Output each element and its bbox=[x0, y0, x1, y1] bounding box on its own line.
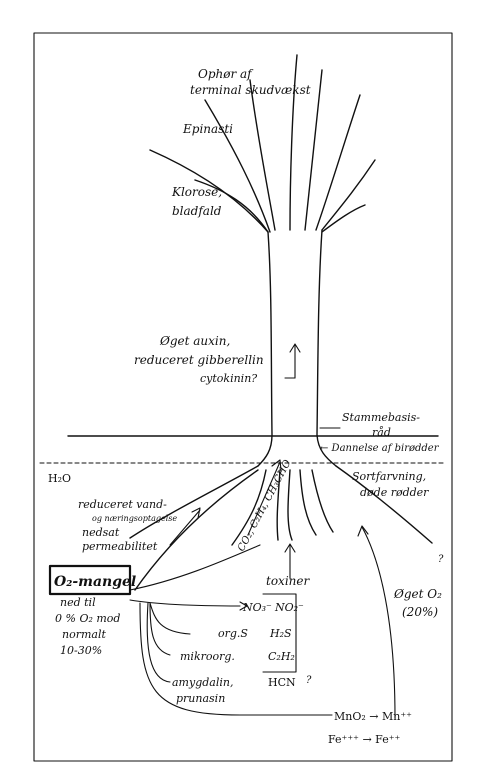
toxin-bracket bbox=[262, 593, 297, 673]
label-epinasti: Epinasti bbox=[182, 122, 233, 136]
label-ned-til: normalt bbox=[62, 628, 106, 641]
gas-arrow-head bbox=[271, 459, 282, 471]
uptake-arrow bbox=[169, 509, 201, 546]
label-nedsat: nedsat bbox=[82, 526, 120, 539]
auxin-arrow-head bbox=[289, 343, 301, 353]
label-stammebasis: råd bbox=[372, 426, 391, 439]
label-amygdalin: prunasin bbox=[176, 692, 225, 705]
label-reduceret: reduceret vand- bbox=[78, 498, 167, 511]
label-stammebasis: Stammebasis- bbox=[342, 411, 420, 424]
label-toxiner: toxiner bbox=[266, 574, 310, 588]
frame bbox=[33, 32, 453, 762]
label-ned-til: 0 % O₂ mod bbox=[55, 612, 120, 625]
o2-mangel-box bbox=[48, 564, 132, 596]
tree-crown bbox=[149, 54, 376, 233]
label-orgs: org.S bbox=[218, 627, 248, 640]
label-oget-o2: Øget O₂ bbox=[393, 587, 442, 601]
label-ophor: terminal skudvækst bbox=[190, 83, 311, 97]
label-klorose: Klorose, bbox=[171, 185, 222, 199]
label-o2-mangel: O₂-mangel bbox=[54, 574, 136, 590]
label-auxin: cytokinin? bbox=[200, 372, 257, 385]
redox-arrow-head bbox=[357, 525, 369, 537]
label-ned-til: 10-30% bbox=[60, 644, 102, 657]
label-no3: NO₃⁻ bbox=[242, 601, 272, 614]
label-fe: Fe⁺⁺⁺ → Fe⁺⁺ bbox=[328, 733, 401, 746]
label-amygdalin: amygdalin, bbox=[172, 676, 233, 689]
label-gases: CO₂, C₂H₄, CH₃CHO bbox=[236, 458, 294, 553]
label-reduceret: og næringsoptagelse bbox=[92, 514, 177, 523]
toxin-arrow-head bbox=[284, 543, 296, 553]
tree-trunk bbox=[257, 231, 273, 467]
label-mikroorg: mikroorg. bbox=[180, 650, 235, 663]
label-auxin: Øget auxin, bbox=[159, 334, 230, 348]
label-ned-til: ned til bbox=[60, 596, 96, 609]
label-no2: NO₂⁻ bbox=[274, 601, 304, 614]
label-hcn-question: ? bbox=[306, 675, 312, 686]
label-h2s: H₂S bbox=[269, 627, 292, 640]
label-klorose: bladfald bbox=[172, 204, 222, 218]
label-oget-o2: (20%) bbox=[402, 605, 438, 619]
redox-arrow bbox=[361, 526, 396, 719]
gas-arrow bbox=[247, 461, 281, 536]
tree-roots bbox=[129, 465, 433, 591]
uptake-arrow-head bbox=[191, 507, 201, 519]
label-auxin: reduceret gibberellin bbox=[134, 353, 264, 367]
label-hcn: HCN bbox=[268, 676, 296, 689]
label-nedsat: permeabilitet bbox=[82, 540, 158, 553]
label-mno2: MnO₂ → Mn⁺⁺ bbox=[334, 710, 412, 723]
o2-pathways bbox=[129, 544, 333, 716]
label-birodder: ← Dannelse af birødder bbox=[320, 443, 440, 454]
label-sortfarvning: døde rødder bbox=[360, 486, 429, 499]
label-c2h2: C₂H₂ bbox=[268, 650, 295, 663]
label-ophor: Ophør af bbox=[198, 67, 254, 81]
label-sortfarvning: Sortfarvning, bbox=[352, 470, 426, 483]
label-oget-question: ? bbox=[438, 554, 444, 565]
label-h2o: H₂O bbox=[48, 472, 71, 485]
tree-trunk bbox=[316, 229, 337, 467]
